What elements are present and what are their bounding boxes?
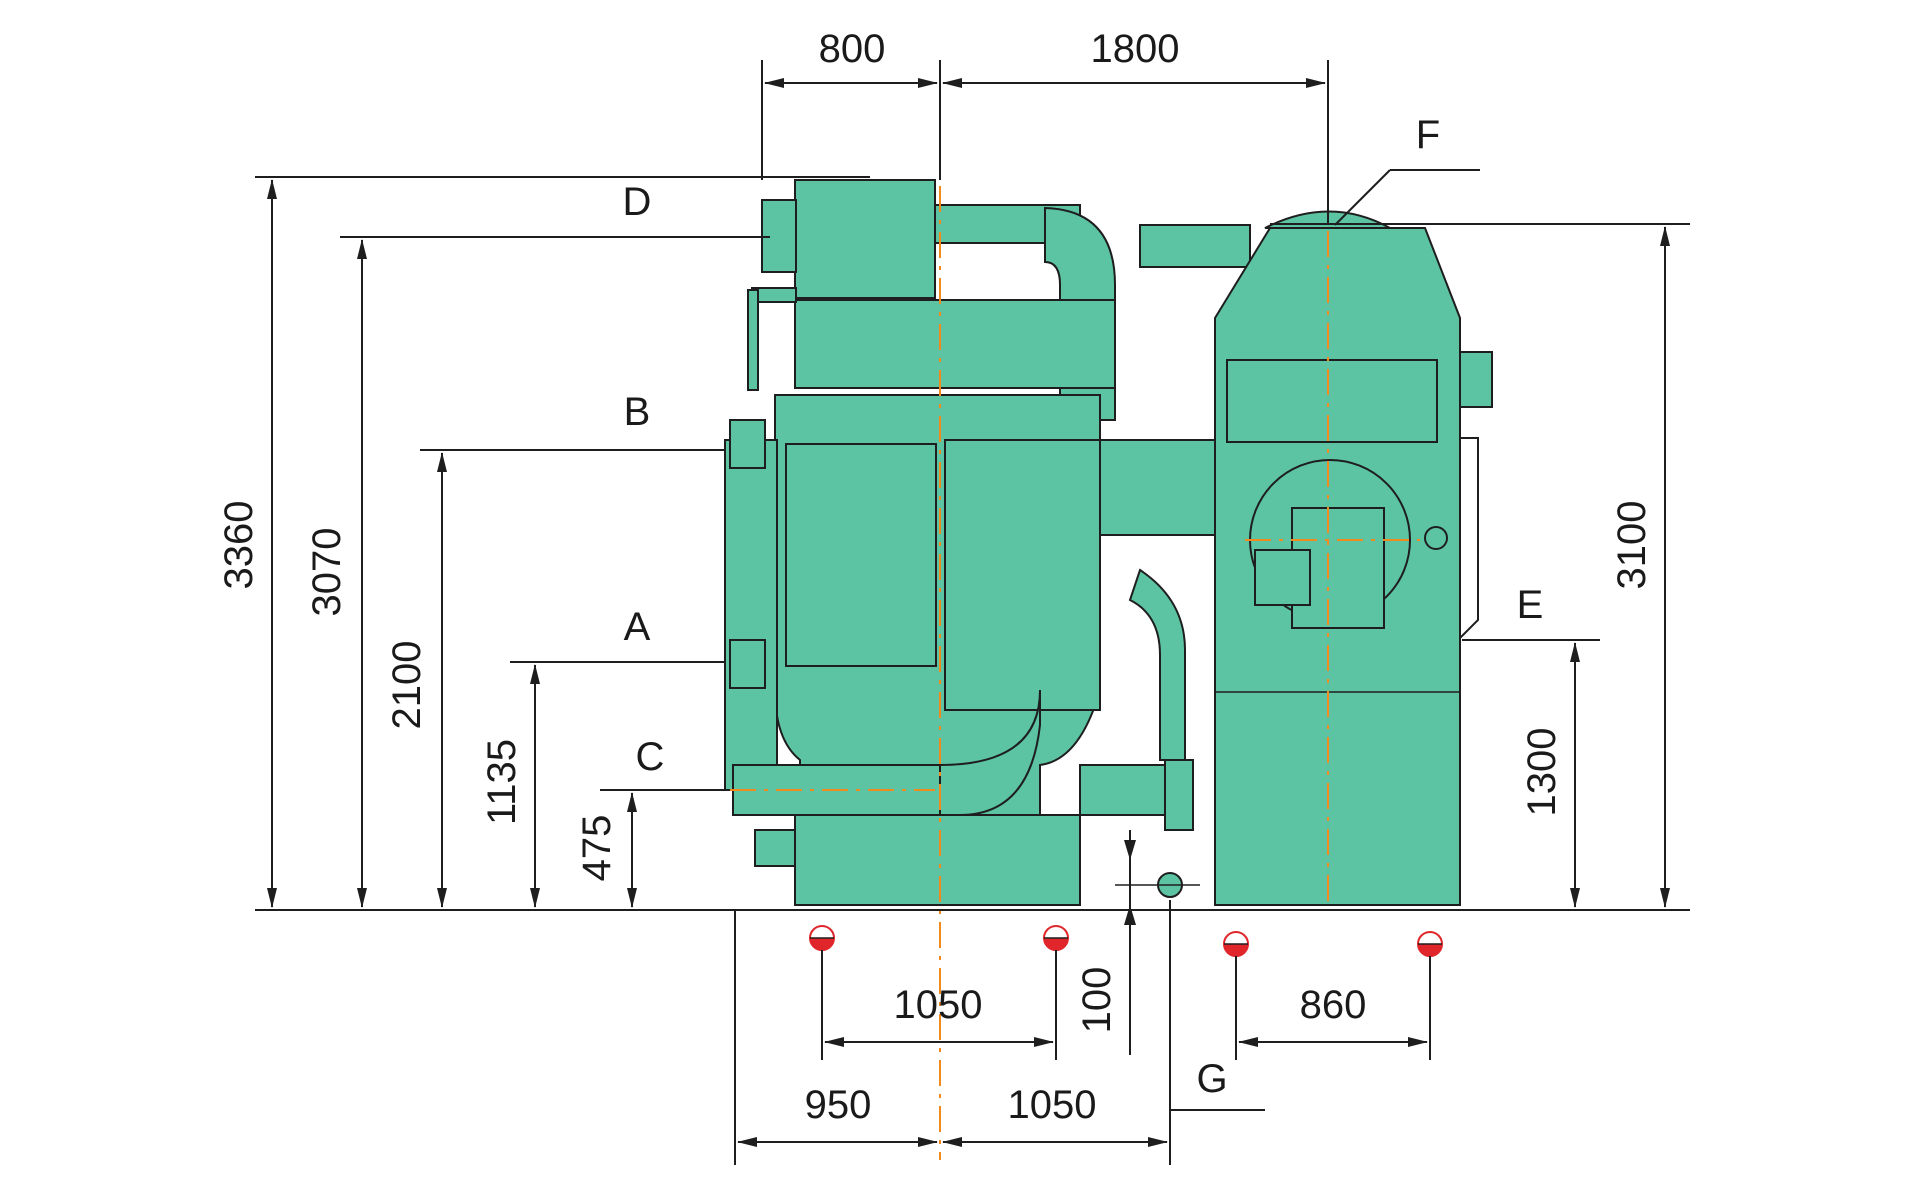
dim-100-arrow-bottom	[1124, 905, 1136, 925]
side-stub	[1459, 351, 1493, 408]
equipment-assembly	[724, 179, 1493, 906]
dim-1300: 1300	[1520, 728, 1564, 817]
top-box	[794, 179, 936, 299]
connection-labels: D B A C E F G	[623, 113, 1544, 1101]
base-block	[794, 814, 1081, 906]
lower-elbow	[939, 689, 1041, 816]
down-pipe	[1128, 568, 1186, 761]
dim-1135: 1135	[480, 739, 524, 825]
dim-1050-lower: 1050	[1008, 1083, 1097, 1127]
side-panel	[724, 439, 778, 791]
lower-connector-vertical	[1164, 759, 1194, 831]
label-c: C	[636, 735, 665, 779]
leader-f	[1334, 169, 1391, 226]
foot-markers	[809, 925, 1443, 957]
dim-3100: 3100	[1610, 501, 1654, 590]
dim-1800: 1800	[1091, 27, 1180, 71]
foot-marker-3	[1223, 931, 1249, 957]
label-g: G	[1196, 1057, 1227, 1101]
label-e: E	[1517, 583, 1544, 627]
burner-box	[1291, 507, 1385, 629]
dim-3360: 3360	[217, 501, 261, 590]
centerlines	[730, 140, 1420, 1160]
dim-1050-upper: 1050	[894, 983, 983, 1027]
dim-950: 950	[805, 1083, 872, 1127]
dimension-lines	[255, 60, 1690, 1165]
upper-panel	[1226, 359, 1438, 443]
flange-a	[729, 639, 766, 689]
drain-stub	[754, 829, 796, 867]
pipe-d-vertical	[747, 289, 759, 391]
motor-block	[1254, 549, 1311, 606]
flange-b	[729, 419, 766, 469]
connecting-duct	[1099, 439, 1216, 536]
dim-2100: 2100	[385, 641, 429, 730]
mid-upper-section	[794, 299, 1116, 389]
foot-marker-2	[1043, 925, 1069, 951]
foot-marker-4	[1417, 931, 1443, 957]
top-crossover	[1139, 224, 1251, 268]
dim-100-arrow-top	[1124, 840, 1136, 860]
label-b: B	[624, 390, 651, 434]
dim-800: 800	[819, 27, 886, 71]
gauge	[1424, 526, 1448, 550]
foot-marker-1	[809, 925, 835, 951]
label-a: A	[624, 605, 651, 649]
label-d: D	[623, 180, 652, 224]
center-panel	[944, 439, 1101, 711]
inspection-door	[785, 443, 937, 667]
dim-860: 860	[1300, 983, 1367, 1027]
dim-475: 475	[575, 815, 619, 882]
dim-3070: 3070	[305, 528, 349, 617]
label-f: F	[1416, 113, 1440, 157]
dim-100: 100	[1075, 967, 1119, 1034]
dimension-values: 800 1800 3360 3070 2100 1135 475 3100 13…	[217, 27, 1654, 1127]
side-tube	[1459, 437, 1479, 639]
